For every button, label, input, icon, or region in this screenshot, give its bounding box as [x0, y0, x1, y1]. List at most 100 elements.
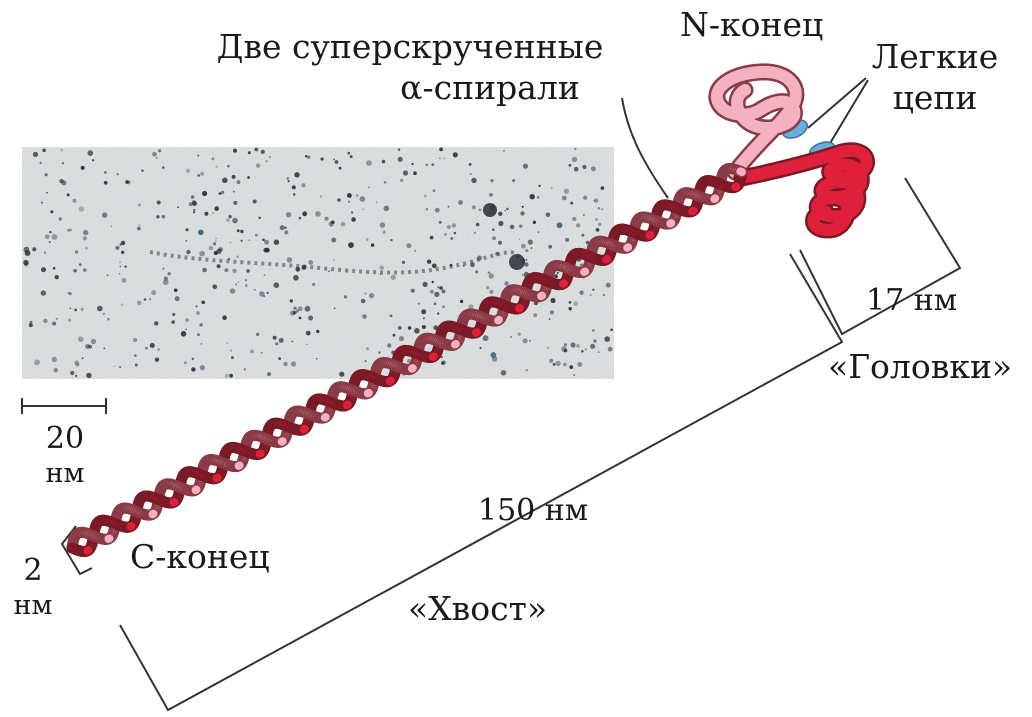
micrograph-speck	[302, 211, 307, 216]
micrograph-speck	[510, 225, 515, 230]
micrograph-speck	[144, 298, 147, 301]
micrograph-speck	[79, 263, 82, 266]
micrograph-speck	[138, 204, 141, 207]
micrograph-speck	[69, 308, 71, 310]
micrograph-speck	[162, 215, 165, 218]
micrograph-speck	[83, 236, 87, 240]
micrograph-speck	[52, 357, 57, 362]
micrograph-speck	[316, 330, 319, 333]
micrograph-speck	[204, 212, 208, 216]
micrograph-speck	[557, 222, 563, 228]
micrograph-speck	[24, 262, 28, 266]
micrograph-speck	[504, 281, 508, 285]
micrograph-speck	[486, 286, 489, 289]
micrograph-speck	[447, 225, 451, 229]
micrograph-speck	[525, 259, 527, 261]
micrograph-speck	[452, 223, 456, 227]
micrograph-speck	[512, 179, 515, 182]
micrograph-speck	[339, 167, 342, 170]
micrograph-speck	[601, 186, 605, 190]
micrograph-speck	[192, 201, 197, 206]
micrograph-speck	[533, 313, 537, 317]
micrograph-speck	[590, 344, 595, 349]
helix-segment	[196, 490, 197, 491]
micrograph-speck	[398, 326, 402, 330]
micrograph-speck	[85, 344, 90, 349]
micrograph-speck	[185, 318, 189, 322]
micrograph-speck	[174, 288, 178, 292]
coils-label-line1: Две суперскрученные	[190, 30, 630, 63]
micrograph-speck	[391, 275, 396, 280]
micrograph-speck	[232, 269, 236, 273]
micrograph-speck	[563, 363, 567, 367]
helix-segment	[714, 198, 715, 199]
micrograph-speck	[201, 343, 202, 344]
helix-segment	[606, 259, 607, 260]
micrograph-speck	[177, 206, 179, 208]
micrograph-speck	[200, 365, 205, 370]
micrograph-speck	[74, 361, 79, 366]
head-size-label: 17 нм	[866, 286, 957, 316]
micrograph-speck	[230, 242, 232, 244]
helix-segment	[433, 356, 434, 357]
micrograph-speck	[333, 159, 335, 161]
micrograph-speck	[439, 148, 443, 152]
micrograph-speck	[565, 238, 569, 242]
light-chains-label: Легкие цепи	[860, 40, 1010, 114]
micrograph-speck	[443, 157, 445, 159]
micrograph-speck	[366, 347, 369, 350]
micrograph-speck	[581, 234, 584, 237]
micrograph-speck	[103, 348, 105, 350]
micrograph-speck	[286, 212, 291, 217]
micrograph-speck	[442, 289, 446, 293]
micrograph-speck	[553, 363, 556, 366]
micrograph-speck	[225, 374, 229, 378]
micrograph-speck	[213, 242, 216, 245]
micrograph-speck	[399, 336, 404, 341]
micrograph-speck	[518, 333, 521, 336]
micrograph-speck	[70, 371, 74, 375]
helix-segment	[541, 296, 542, 297]
micrograph-speck	[293, 307, 296, 310]
micrograph-speck	[67, 292, 69, 294]
micrograph-speck	[312, 283, 315, 286]
micrograph-speck	[134, 354, 137, 357]
micrograph-speck	[185, 228, 188, 231]
micrograph-speck	[591, 166, 596, 171]
micrograph-speck	[492, 228, 495, 231]
micrograph-speck	[430, 290, 434, 294]
micrograph-speck	[387, 343, 391, 347]
micrograph-speck	[262, 239, 265, 242]
helix-segment	[130, 526, 131, 527]
micrograph-speck	[274, 240, 279, 245]
micrograph-speck	[529, 340, 531, 342]
micrograph-speck	[67, 193, 70, 196]
micrograph-speck	[264, 274, 266, 276]
micrograph-speck	[107, 318, 110, 321]
micrograph-speck	[306, 344, 308, 346]
micrograph-speck	[235, 284, 237, 286]
micrograph-speck	[421, 309, 426, 314]
micrograph-speck	[551, 187, 553, 189]
micrograph-speck	[528, 240, 533, 245]
micrograph-speck	[250, 350, 254, 354]
micrograph-speck	[135, 364, 138, 367]
micrograph-speck	[585, 348, 587, 350]
helix-segment	[692, 211, 693, 212]
micrograph-speck	[274, 282, 280, 288]
micrograph-speck	[378, 351, 380, 353]
micrograph-speck	[33, 152, 38, 157]
micrograph-speck	[237, 256, 239, 258]
micrograph-speck	[199, 323, 202, 326]
micrograph-speck	[572, 217, 576, 221]
light-chains-line1: Легкие	[860, 40, 1010, 73]
micrograph-speck	[215, 240, 217, 242]
micrograph-speck	[157, 201, 161, 205]
micrograph-speck	[572, 157, 577, 162]
micrograph-speck	[576, 223, 580, 227]
micrograph-speck	[221, 191, 225, 195]
micrograph-speck	[348, 152, 351, 155]
micrograph-speck	[193, 211, 195, 213]
micrograph-speck	[149, 298, 151, 300]
micrograph-speck	[294, 172, 299, 177]
